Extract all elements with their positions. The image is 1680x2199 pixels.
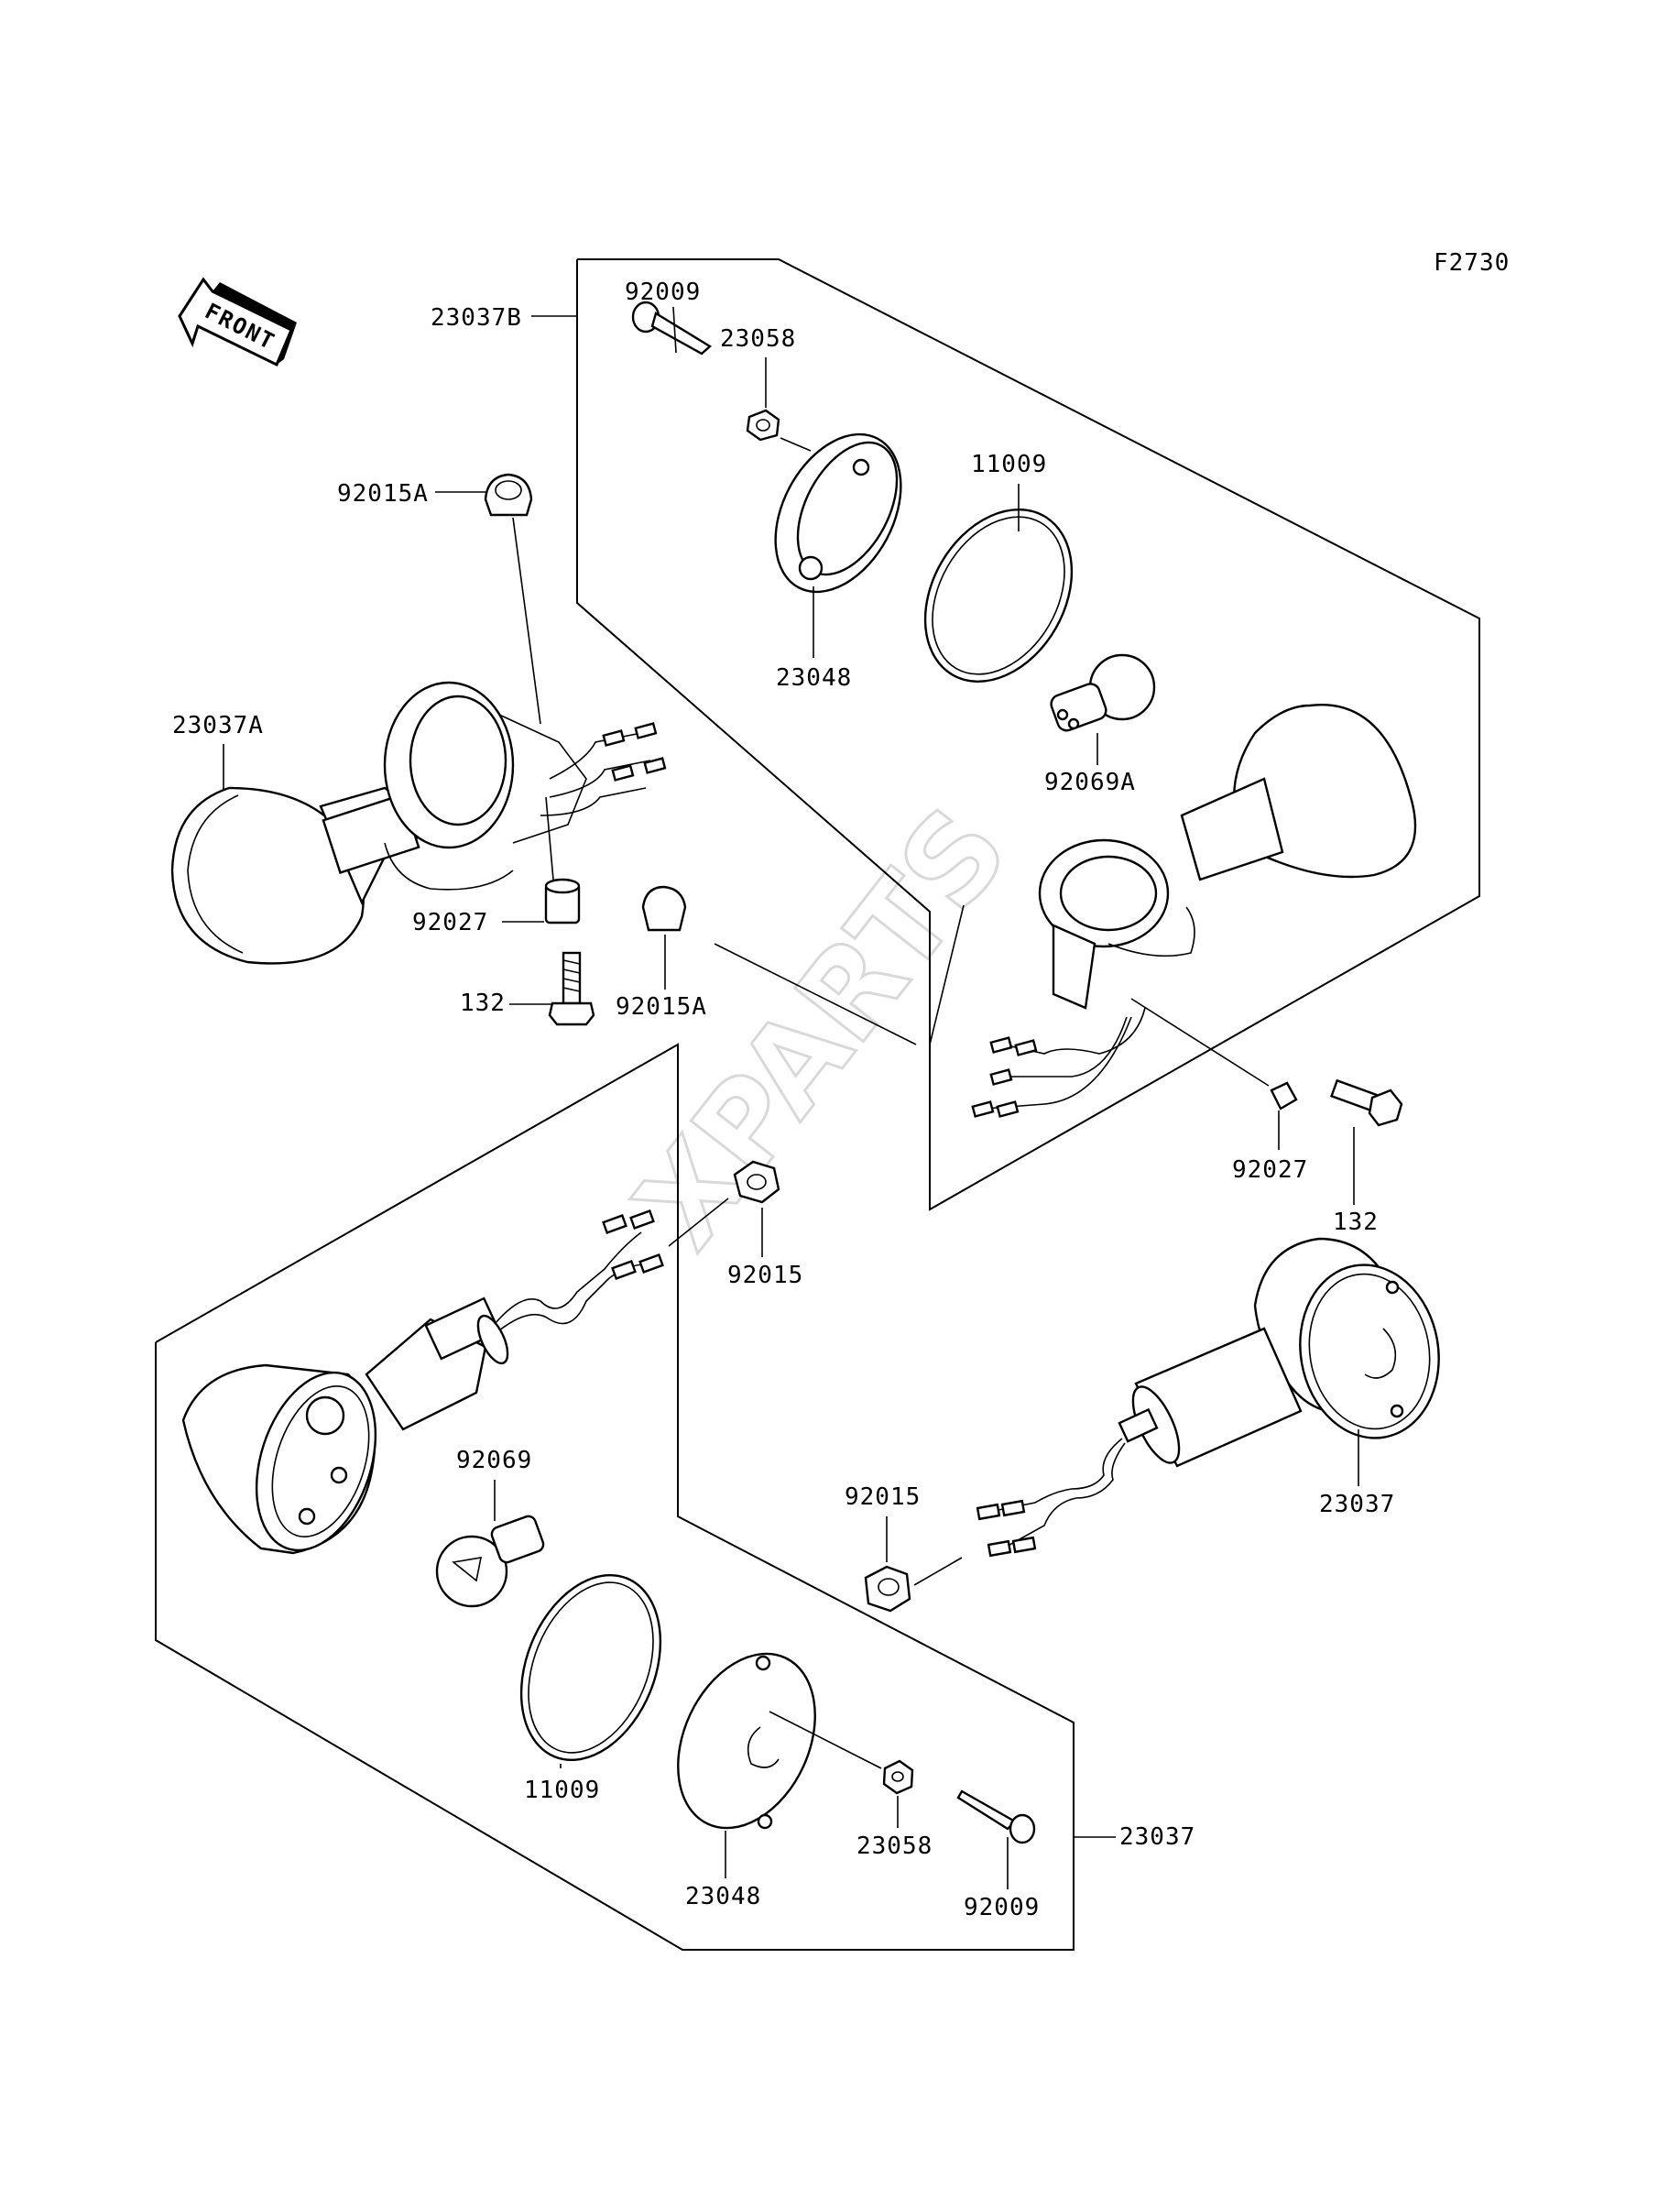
leader-line-92015A-stud	[512, 517, 541, 725]
turn-signal-assembly-23037-left	[181, 1209, 664, 1555]
cap-nut-92015A-top	[484, 473, 533, 517]
callout-92027-right: 92027	[1232, 1156, 1308, 1184]
leader-line-92009-top	[672, 306, 677, 354]
leader-line-23058-low-seat	[769, 1711, 882, 1769]
callout-11009-top: 11009	[971, 451, 1047, 478]
gasket-11009-top	[923, 509, 1074, 683]
callout-92069: 92069	[456, 1447, 532, 1474]
callout-92015A-top: 92015A	[337, 480, 429, 508]
leader-line-92027-right-cross	[1130, 998, 1270, 1087]
group-boundary-23037B	[576, 258, 1480, 1211]
turn-signal-assembly-23037-right	[976, 1237, 1440, 1558]
bolt-132-left	[548, 951, 595, 1026]
watermark-text: XPARTS	[609, 782, 1035, 1273]
callout-23058-top: 23058	[720, 325, 796, 353]
cap-nut-92015A-mid	[641, 885, 687, 932]
washer-23058-low	[882, 1759, 914, 1795]
callout-92015-low: 92015	[845, 1483, 921, 1511]
turn-signal-assembly-23037B	[971, 703, 1417, 1118]
turn-signal-assembly-23037A	[170, 681, 667, 965]
callout-92015A-mid: 92015A	[616, 993, 707, 1021]
callout-92027-left: 92027	[412, 909, 488, 936]
callout-23037-right: 23037	[1319, 1491, 1395, 1518]
callout-23058-low: 23058	[856, 1832, 933, 1860]
nut-92015-low	[864, 1565, 911, 1613]
bulb-92069	[435, 1515, 545, 1608]
group-boundary-23037	[155, 1043, 1075, 1951]
leader-line-92015-low-cross	[913, 1557, 963, 1586]
callout-132-right: 132	[1333, 1209, 1379, 1236]
callout-92069A: 92069A	[1044, 769, 1136, 796]
leader-line-92027-left-up	[545, 796, 554, 881]
callout-92015-mid: 92015	[727, 1262, 803, 1289]
screw-92009-low	[956, 1789, 1036, 1844]
lens-23048-low	[677, 1652, 816, 1830]
bolt-132-right	[1330, 1078, 1403, 1127]
collar-92027-right	[1270, 1081, 1298, 1110]
screw-92009-top	[631, 301, 713, 356]
lens-23048-top	[774, 432, 902, 594]
group-divider-upper	[929, 904, 965, 1100]
callout-23048-low: 23048	[685, 1883, 761, 1910]
collar-92027-left	[544, 878, 581, 924]
front-direction-arrow: FRONT	[178, 277, 297, 367]
figure-code: F2730	[1434, 249, 1510, 277]
bulb-92069A	[1050, 653, 1156, 732]
callout-11009-low: 11009	[524, 1777, 600, 1804]
nut-92015-mid	[733, 1160, 780, 1204]
callout-23037A: 23037A	[172, 712, 264, 739]
callout-23037B: 23037B	[431, 304, 522, 332]
leader-line-92015A-mid-cross	[714, 943, 917, 1045]
callout-132-left: 132	[460, 990, 506, 1017]
callout-23048-top: 23048	[776, 664, 852, 692]
leader-line-23058-seat	[780, 437, 812, 452]
callout-92009-top: 92009	[625, 279, 701, 306]
gasket-11009-low	[519, 1573, 662, 1762]
leader-line-92015-mid-cross	[668, 1198, 729, 1247]
callout-92009-low: 92009	[964, 1894, 1040, 1921]
callout-23037-bottom: 23037	[1119, 1823, 1195, 1851]
washer-23058-top	[746, 409, 780, 442]
